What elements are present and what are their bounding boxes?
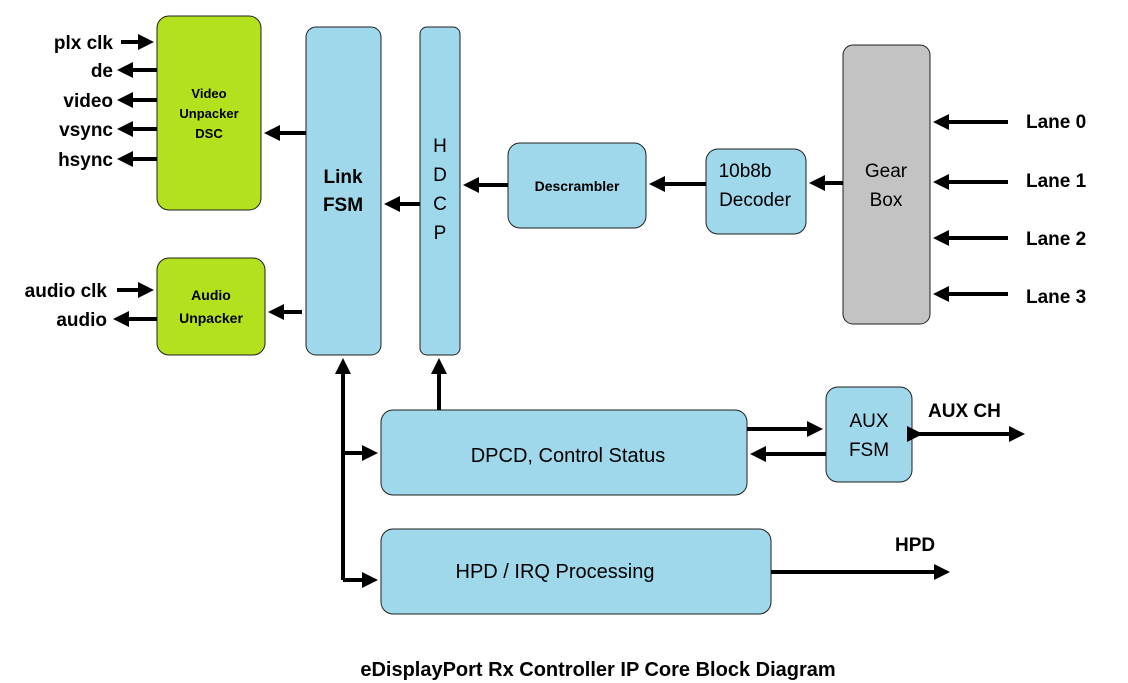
- hdcp-block: H D C P: [419, 26, 461, 356]
- gearbox-block: Gear Box: [842, 44, 931, 325]
- hdcp-letter-h: H: [433, 136, 447, 157]
- gearbox-label-1: Gear: [865, 161, 908, 182]
- descrambler-label: Descrambler: [535, 178, 620, 194]
- aux-fsm-label-1: AUX: [849, 411, 888, 432]
- video-unpacker-label-2: Unpacker: [179, 106, 238, 121]
- decoder-label-1: 10b8b: [719, 161, 772, 182]
- audio-label: audio: [56, 310, 107, 331]
- hpd-irq-label: HPD / IRQ Processing: [456, 561, 655, 583]
- video-label: video: [63, 91, 113, 112]
- lane-0-label: Lane 0: [1026, 112, 1086, 133]
- dpcd-control-status-block: DPCD, Control Status: [380, 409, 748, 496]
- audio-clk-label: audio clk: [25, 281, 108, 302]
- aux-fsm-block: AUX FSM: [825, 386, 913, 483]
- audio-unpacker-block: Audio Unpacker: [156, 257, 266, 356]
- vsync-label: vsync: [59, 120, 113, 141]
- connections: [113, 34, 1025, 588]
- aux-ch-label: AUX CH: [928, 401, 1001, 422]
- hdcp-letter-p: P: [434, 223, 447, 244]
- link-fsm-block: Link FSM: [305, 26, 382, 356]
- audio-unpacker-label-1: Audio: [191, 287, 231, 303]
- lane-2-label: Lane 2: [1026, 229, 1086, 250]
- decoder-block: 10b8b Decoder: [705, 148, 807, 235]
- descrambler-block: Descrambler: [507, 142, 647, 229]
- hsync-label: hsync: [58, 150, 113, 171]
- signal-labels: plx clk de video vsync hsync audio clk a…: [25, 33, 1087, 556]
- aux-fsm-label-2: FSM: [849, 440, 889, 461]
- audio-unpacker-label-2: Unpacker: [179, 310, 243, 326]
- gearbox-label-2: Box: [870, 190, 903, 211]
- link-fsm-label-1: Link: [323, 167, 362, 188]
- hpd-irq-processing-block: HPD / IRQ Processing: [380, 528, 772, 615]
- diagram-caption: eDisplayPort Rx Controller IP Core Block…: [360, 659, 835, 681]
- lane-3-label: Lane 3: [1026, 287, 1086, 308]
- hdcp-letter-d: D: [433, 165, 447, 186]
- video-unpacker-block: Video Unpacker DSC: [156, 15, 262, 211]
- plx-clk-label: plx clk: [54, 33, 114, 54]
- lane-1-label: Lane 1: [1026, 171, 1087, 192]
- dpcd-label: DPCD, Control Status: [471, 445, 666, 467]
- hdcp-letter-c: C: [433, 194, 447, 215]
- hpd-label: HPD: [895, 535, 935, 556]
- video-unpacker-label-3: DSC: [195, 126, 223, 141]
- de-label: de: [91, 61, 113, 82]
- decoder-label-2: Decoder: [719, 190, 791, 211]
- video-unpacker-label-1: Video: [191, 86, 226, 101]
- link-fsm-label-2: FSM: [323, 195, 363, 216]
